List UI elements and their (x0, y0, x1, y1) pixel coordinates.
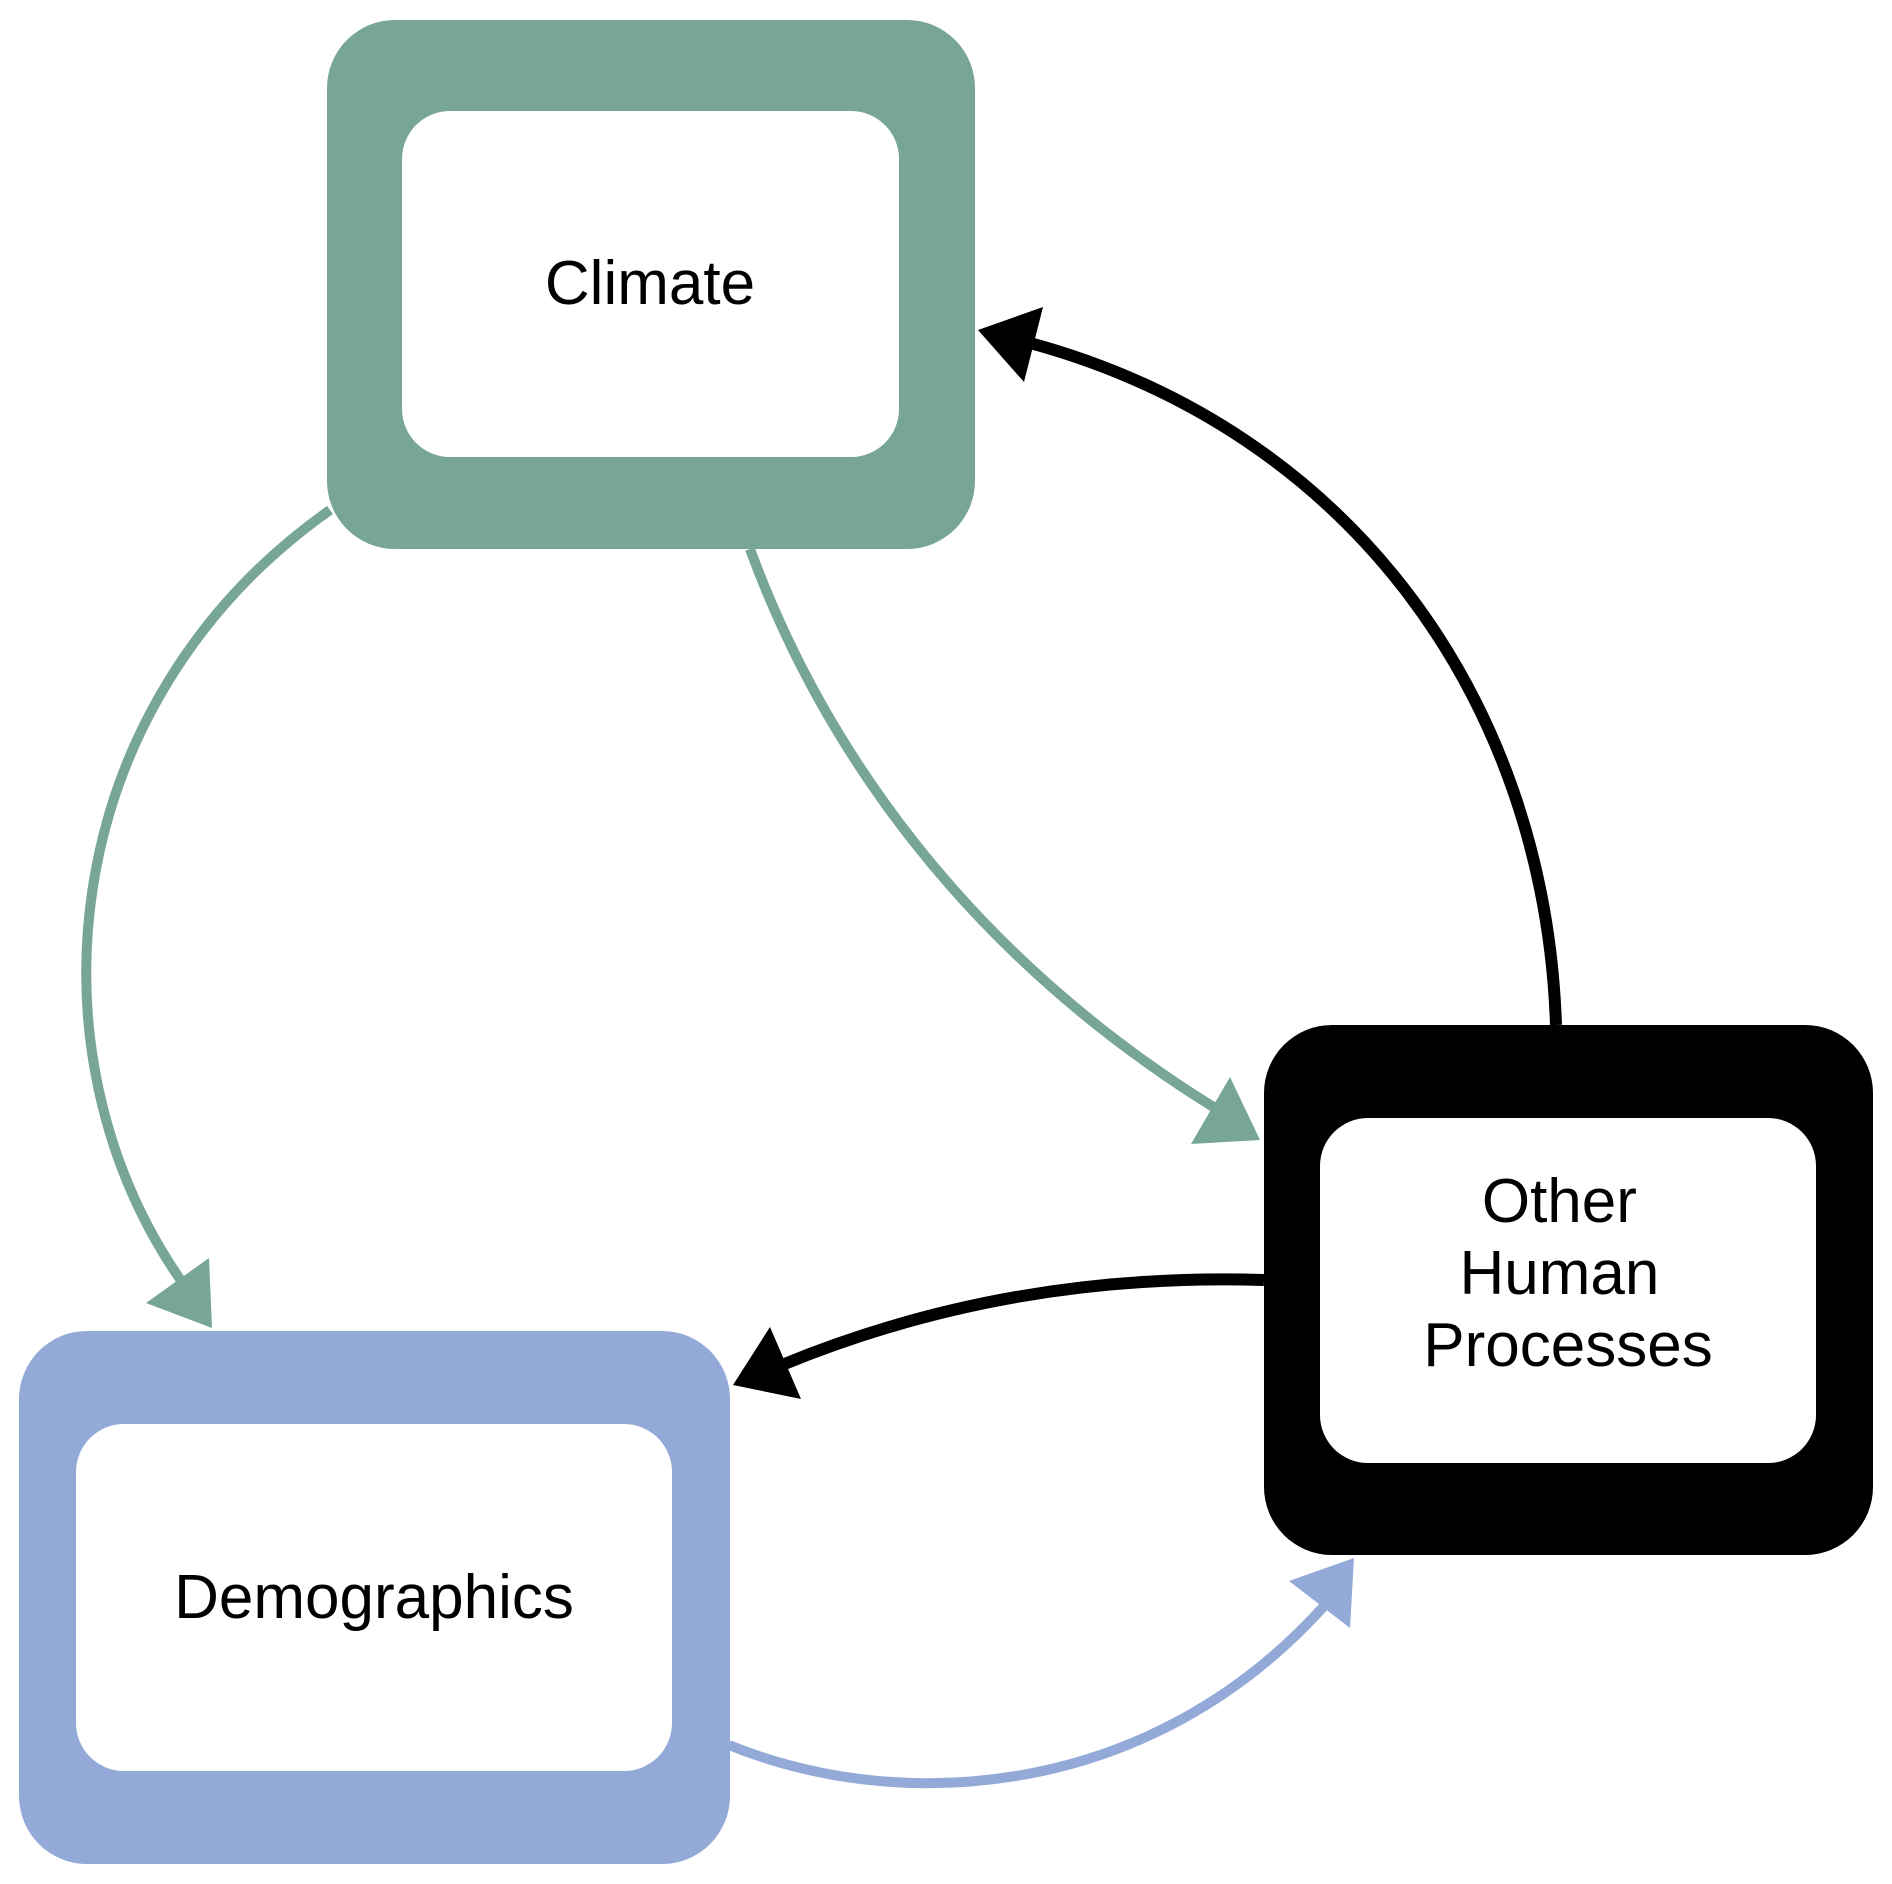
node-other-human-processes[interactable]: Other Human Processes (1264, 1025, 1873, 1555)
node-climate[interactable]: Climate (327, 20, 975, 549)
node-body (1320, 1118, 1816, 1463)
edge-line (779, 1273, 1265, 1371)
node-label: Demographics (174, 1563, 574, 1632)
edge-climate-to-demographics (81, 505, 333, 1328)
label-line: Other (1482, 1167, 1637, 1236)
node-body (402, 111, 899, 457)
edge-line (81, 505, 333, 1285)
label-line: Human (1459, 1239, 1659, 1308)
label-line: Climate (545, 249, 755, 318)
edge-other-to-climate (978, 307, 1562, 1026)
edge-line (745, 547, 1218, 1113)
arrowhead-icon (1289, 1558, 1354, 1628)
edge-demographics-to-other (727, 1558, 1354, 1789)
node-label: Climate (545, 249, 755, 318)
node-demographics[interactable]: Demographics (19, 1331, 730, 1864)
arrowhead-icon (146, 1258, 212, 1328)
edges (81, 307, 1562, 1789)
label-line: Demographics (174, 1563, 574, 1632)
arrowhead-icon (1191, 1077, 1260, 1144)
label-line: Processes (1423, 1311, 1712, 1380)
node-body (76, 1424, 672, 1771)
node-label: Other Human Processes (1423, 1167, 1712, 1380)
arrowhead-icon (978, 307, 1043, 382)
edge-line (727, 1601, 1329, 1789)
edge-climate-to-other (745, 547, 1260, 1144)
edge-line (1028, 337, 1562, 1026)
arrowhead-icon (733, 1327, 801, 1399)
edge-other-to-demographics (733, 1273, 1265, 1399)
